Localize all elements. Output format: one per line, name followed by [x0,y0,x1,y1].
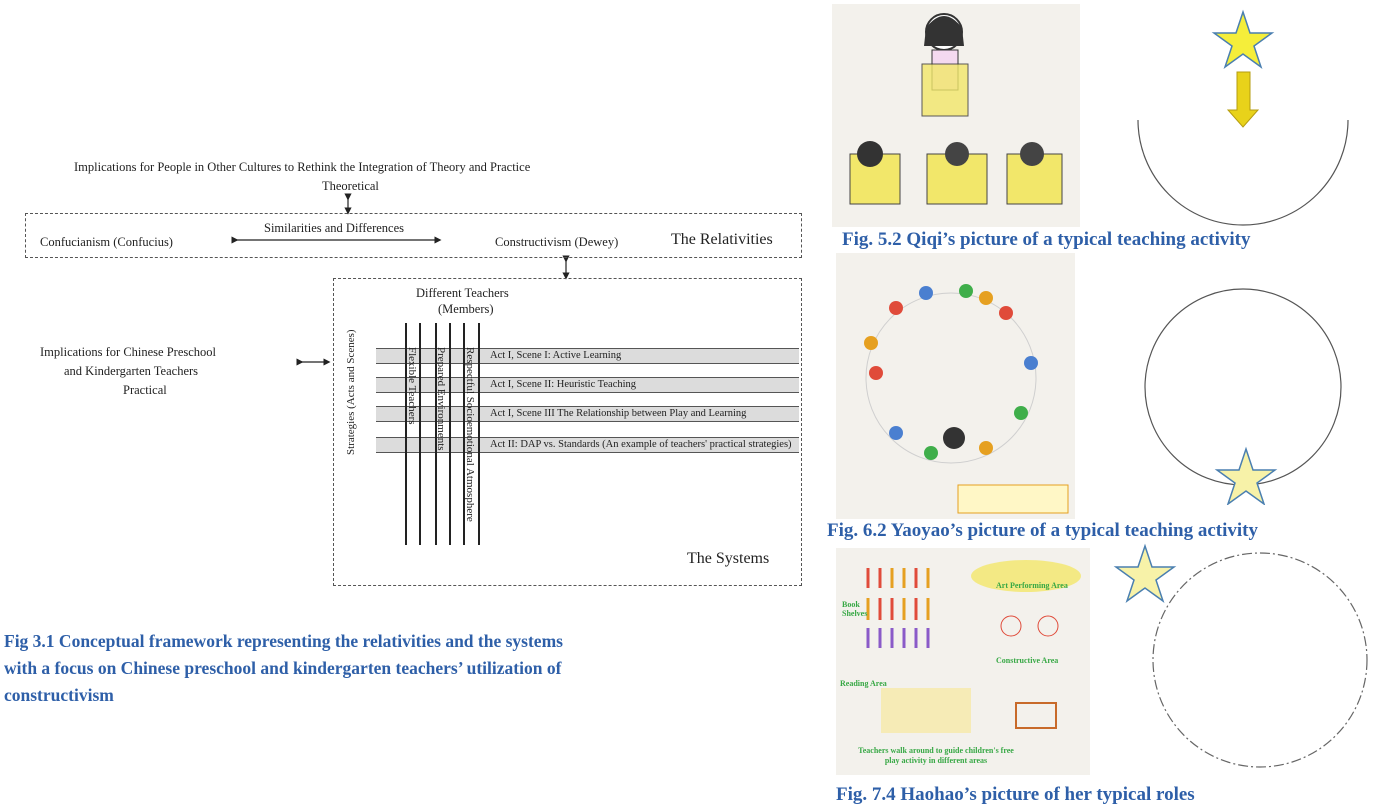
yaoyao-drawing-sketch [864,284,1069,514]
fig31-caption-line1: Fig 3.1 Conceptual framework representin… [4,631,563,651]
fig52-caption: Fig. 5.2 Qiqi’s picture of a typical tea… [842,229,1251,250]
yaoyao-drawing [836,253,1075,519]
implications-other-cultures: Implications for People in Other Culture… [74,160,531,174]
star-icon [1211,9,1275,69]
constructive-area-label: Constructive Area [996,656,1059,665]
column-line [463,323,465,545]
down-arrow-icon [1226,71,1260,128]
members-label: (Members) [438,302,494,316]
teachers-walk-label: Teachers walk around to guide children's… [858,746,1014,765]
art-area-label: Art Performing Area [996,581,1068,590]
prepared-environments-label: Prepared Environments [435,347,447,451]
star-icon [1214,446,1278,505]
haohao-drawing: Book Shelves Art Performing Area Constru… [836,548,1090,775]
systems-label: The Systems [687,550,770,567]
column-line [435,323,437,545]
semicircle-shape [1137,119,1349,226]
column-line [478,323,480,545]
haohao-diagram [1113,543,1368,768]
flexible-teachers-label: Flexible Teachers [406,347,418,425]
fig31-caption-line3: constructivism [4,685,114,705]
column-line [405,323,407,545]
confucianism-label: Confucianism (Confucius) [40,235,173,249]
act-row-2: Act I, Scene II: Heuristic Teaching [376,377,799,393]
qiqi-drawing-sketch [849,13,1063,205]
haohao-drawing-sketch [866,560,1081,733]
respectful-atmosphere-label: Respectful Socioemotional Atmosphere [464,347,476,522]
fig74-caption: Fig. 7.4 Haohao’s picture of her typical… [836,784,1195,805]
star-icon [1113,543,1177,603]
chinese-implications-line1: Implications for Chinese Preschool [40,345,217,359]
practical-label: Practical [123,383,167,397]
circle-shape [1144,288,1342,486]
dashed-circle-shape [1152,552,1368,768]
similarities-label: Similarities and Differences [264,221,405,235]
column-line [419,323,421,545]
fig62-caption: Fig. 6.2 Yaoyao’s picture of a typical t… [827,520,1258,541]
systems-box [333,278,802,586]
qiqi-drawing [832,4,1080,227]
act-row-1: Act I, Scene I: Active Learning [376,348,799,364]
fig31-caption-line2: with a focus on Chinese preschool and ki… [4,658,562,678]
act-row-3: Act I, Scene III The Relationship betwee… [376,406,799,422]
different-teachers-label: Different Teachers [416,286,509,300]
chinese-implications-line2: and Kindergarten Teachers [64,364,199,378]
theoretical-label: Theoretical [322,179,379,193]
reading-area-label: Reading Area [840,679,887,688]
relativities-box [25,213,802,258]
yaoyao-diagram [1144,288,1342,505]
qiqi-diagram [1137,9,1349,226]
constructivism-label: Constructivism (Dewey) [495,235,619,249]
relativities-label: The Relativities [671,231,773,248]
act-row-4: Act II: DAP vs. Standards (An example of… [376,437,799,453]
connector-arrows [231,193,570,366]
column-line [449,323,451,545]
strategies-label: Strategies (Acts and Scenes) [345,329,357,455]
book-shelves-label: Book Shelves [842,600,868,618]
